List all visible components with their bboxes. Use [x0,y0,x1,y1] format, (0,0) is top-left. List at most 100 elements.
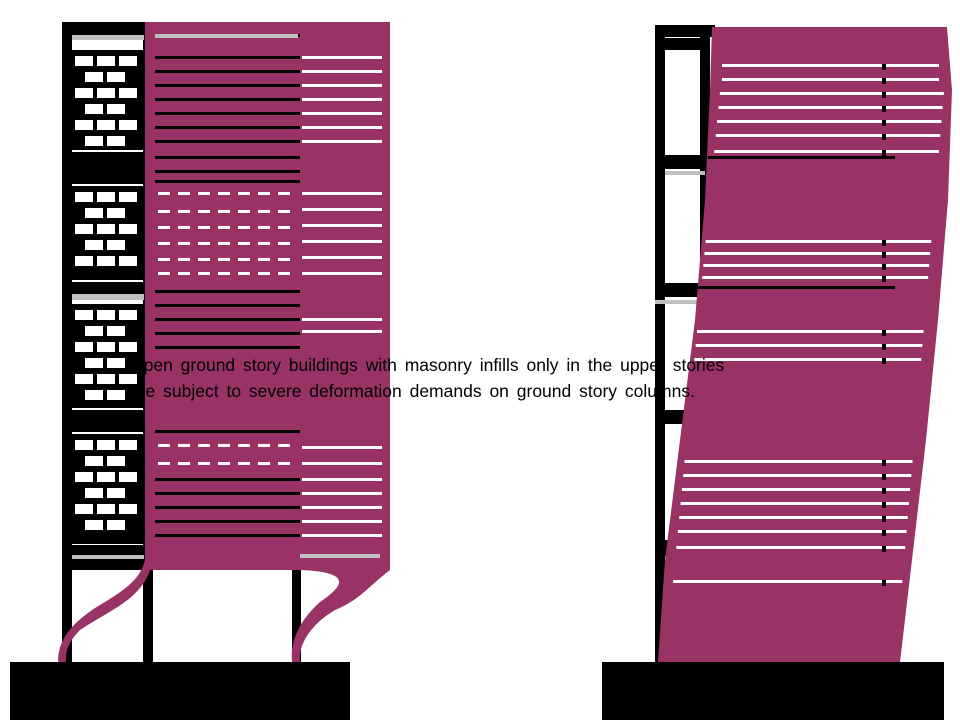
floor-line [155,520,300,523]
brick [75,472,93,482]
brick [119,192,137,202]
floor-line [278,444,290,447]
left-frame-roof-edge [72,35,144,40]
brick [107,72,125,82]
right-floor-slab [655,300,715,304]
floor-line [155,126,300,129]
floor-line [673,580,903,583]
floor-line [155,304,300,307]
brick [75,120,93,130]
brick [97,472,115,482]
left-building [10,22,390,720]
floor-line [238,210,250,213]
floor-line [278,462,290,465]
floor-line [300,554,380,558]
floor-line [705,240,932,243]
frame-column-trace [882,580,886,586]
brick [119,374,137,384]
floor-line [155,492,300,495]
caption-line-2: are subject to severe deformation demand… [130,381,695,401]
brick [97,224,115,234]
frame-column-trace [882,546,886,552]
right-floor-slab-edge [665,171,705,175]
brick [75,310,93,320]
figure-caption: Open ground story buildings with masonry… [130,352,910,404]
floor-line [695,286,895,289]
floor-line [155,98,300,101]
floor-line [302,462,382,465]
floor-line [198,258,210,261]
floor-line [302,70,382,73]
floor-line [238,462,250,465]
floor-line [676,546,906,549]
floor-line [278,226,290,229]
floor-line [722,64,939,67]
floor-line [178,272,190,275]
floor-line [302,256,382,259]
frame-column-trace [882,530,886,536]
left-masonry-bricks [75,56,137,530]
brick [107,520,125,530]
floor-line [178,242,190,245]
brick [85,72,103,82]
floor-line [238,444,250,447]
floor-line [178,444,190,447]
floor-line [694,358,922,361]
floor-line [258,272,270,275]
frame-column-trace [882,344,886,350]
brick [107,390,125,400]
brick [119,256,137,266]
floor-line [218,210,230,213]
brick [107,240,125,250]
brick [85,104,103,114]
floor-line [302,192,382,195]
frame-column-trace [882,358,886,364]
floor-line [302,84,382,87]
floor-line [155,70,300,73]
frame-column-trace [882,330,886,336]
frame-column-trace [882,120,886,126]
floor-line [158,258,170,261]
floor-line [715,134,941,137]
floor-line [717,120,942,123]
brick [85,390,103,400]
brick [119,504,137,514]
floor-line [155,430,300,433]
floor-line [302,534,382,537]
floor-line [258,242,270,245]
floor-line [155,534,300,537]
brick [75,88,93,98]
floor-line [158,226,170,229]
brick [85,488,103,498]
floor-line [218,226,230,229]
frame-column-trace [882,460,886,466]
brick [97,374,115,384]
floor-line [302,272,382,275]
floor-line [155,346,300,349]
brick [85,240,103,250]
floor-line [695,344,923,347]
frame-column-trace [882,150,886,156]
floor-line [302,446,382,449]
floor-line [155,34,298,38]
floor-line [714,150,939,153]
floor-line [238,272,250,275]
floor-line [302,224,382,227]
floor-line [302,126,382,129]
brick [85,326,103,336]
floor-line [238,258,250,261]
frame-column-trace [882,134,886,140]
left-deformed-floor-lines [155,34,382,558]
brick [107,136,125,146]
brick [75,256,93,266]
brick [85,456,103,466]
right-floor-slab [655,155,715,169]
floor-line [704,252,931,255]
brick [75,192,93,202]
frame-column-trace [882,502,886,508]
frame-column-trace [882,264,886,270]
floor-line [198,226,210,229]
brick [85,520,103,530]
floor-line [679,516,908,519]
